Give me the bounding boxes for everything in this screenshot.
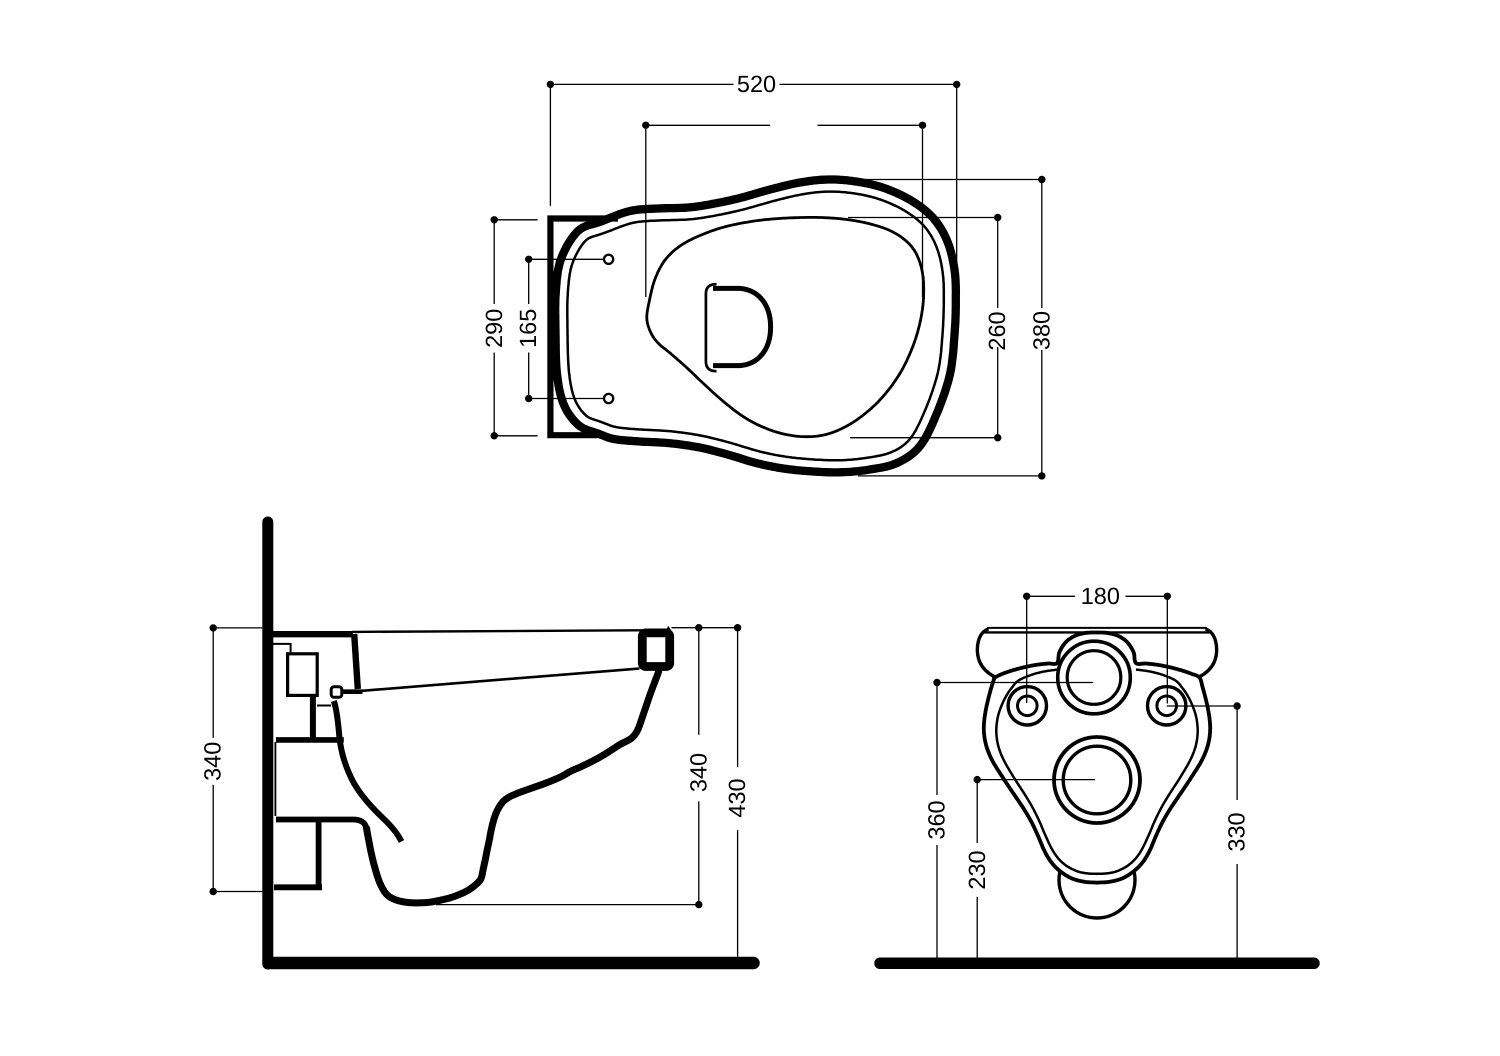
svg-text:330: 330 xyxy=(1224,812,1250,851)
svg-text:360: 360 xyxy=(923,800,949,839)
svg-text:290: 290 xyxy=(481,309,507,348)
svg-text:260: 260 xyxy=(984,311,1010,350)
svg-text:180: 180 xyxy=(1081,583,1120,609)
svg-text:230: 230 xyxy=(964,850,990,889)
svg-text:520: 520 xyxy=(737,71,776,97)
svg-text:340: 340 xyxy=(685,753,711,792)
svg-text:340: 340 xyxy=(200,742,226,781)
svg-text:165: 165 xyxy=(515,309,541,348)
svg-text:430: 430 xyxy=(724,778,750,817)
svg-text:380: 380 xyxy=(1028,311,1054,350)
